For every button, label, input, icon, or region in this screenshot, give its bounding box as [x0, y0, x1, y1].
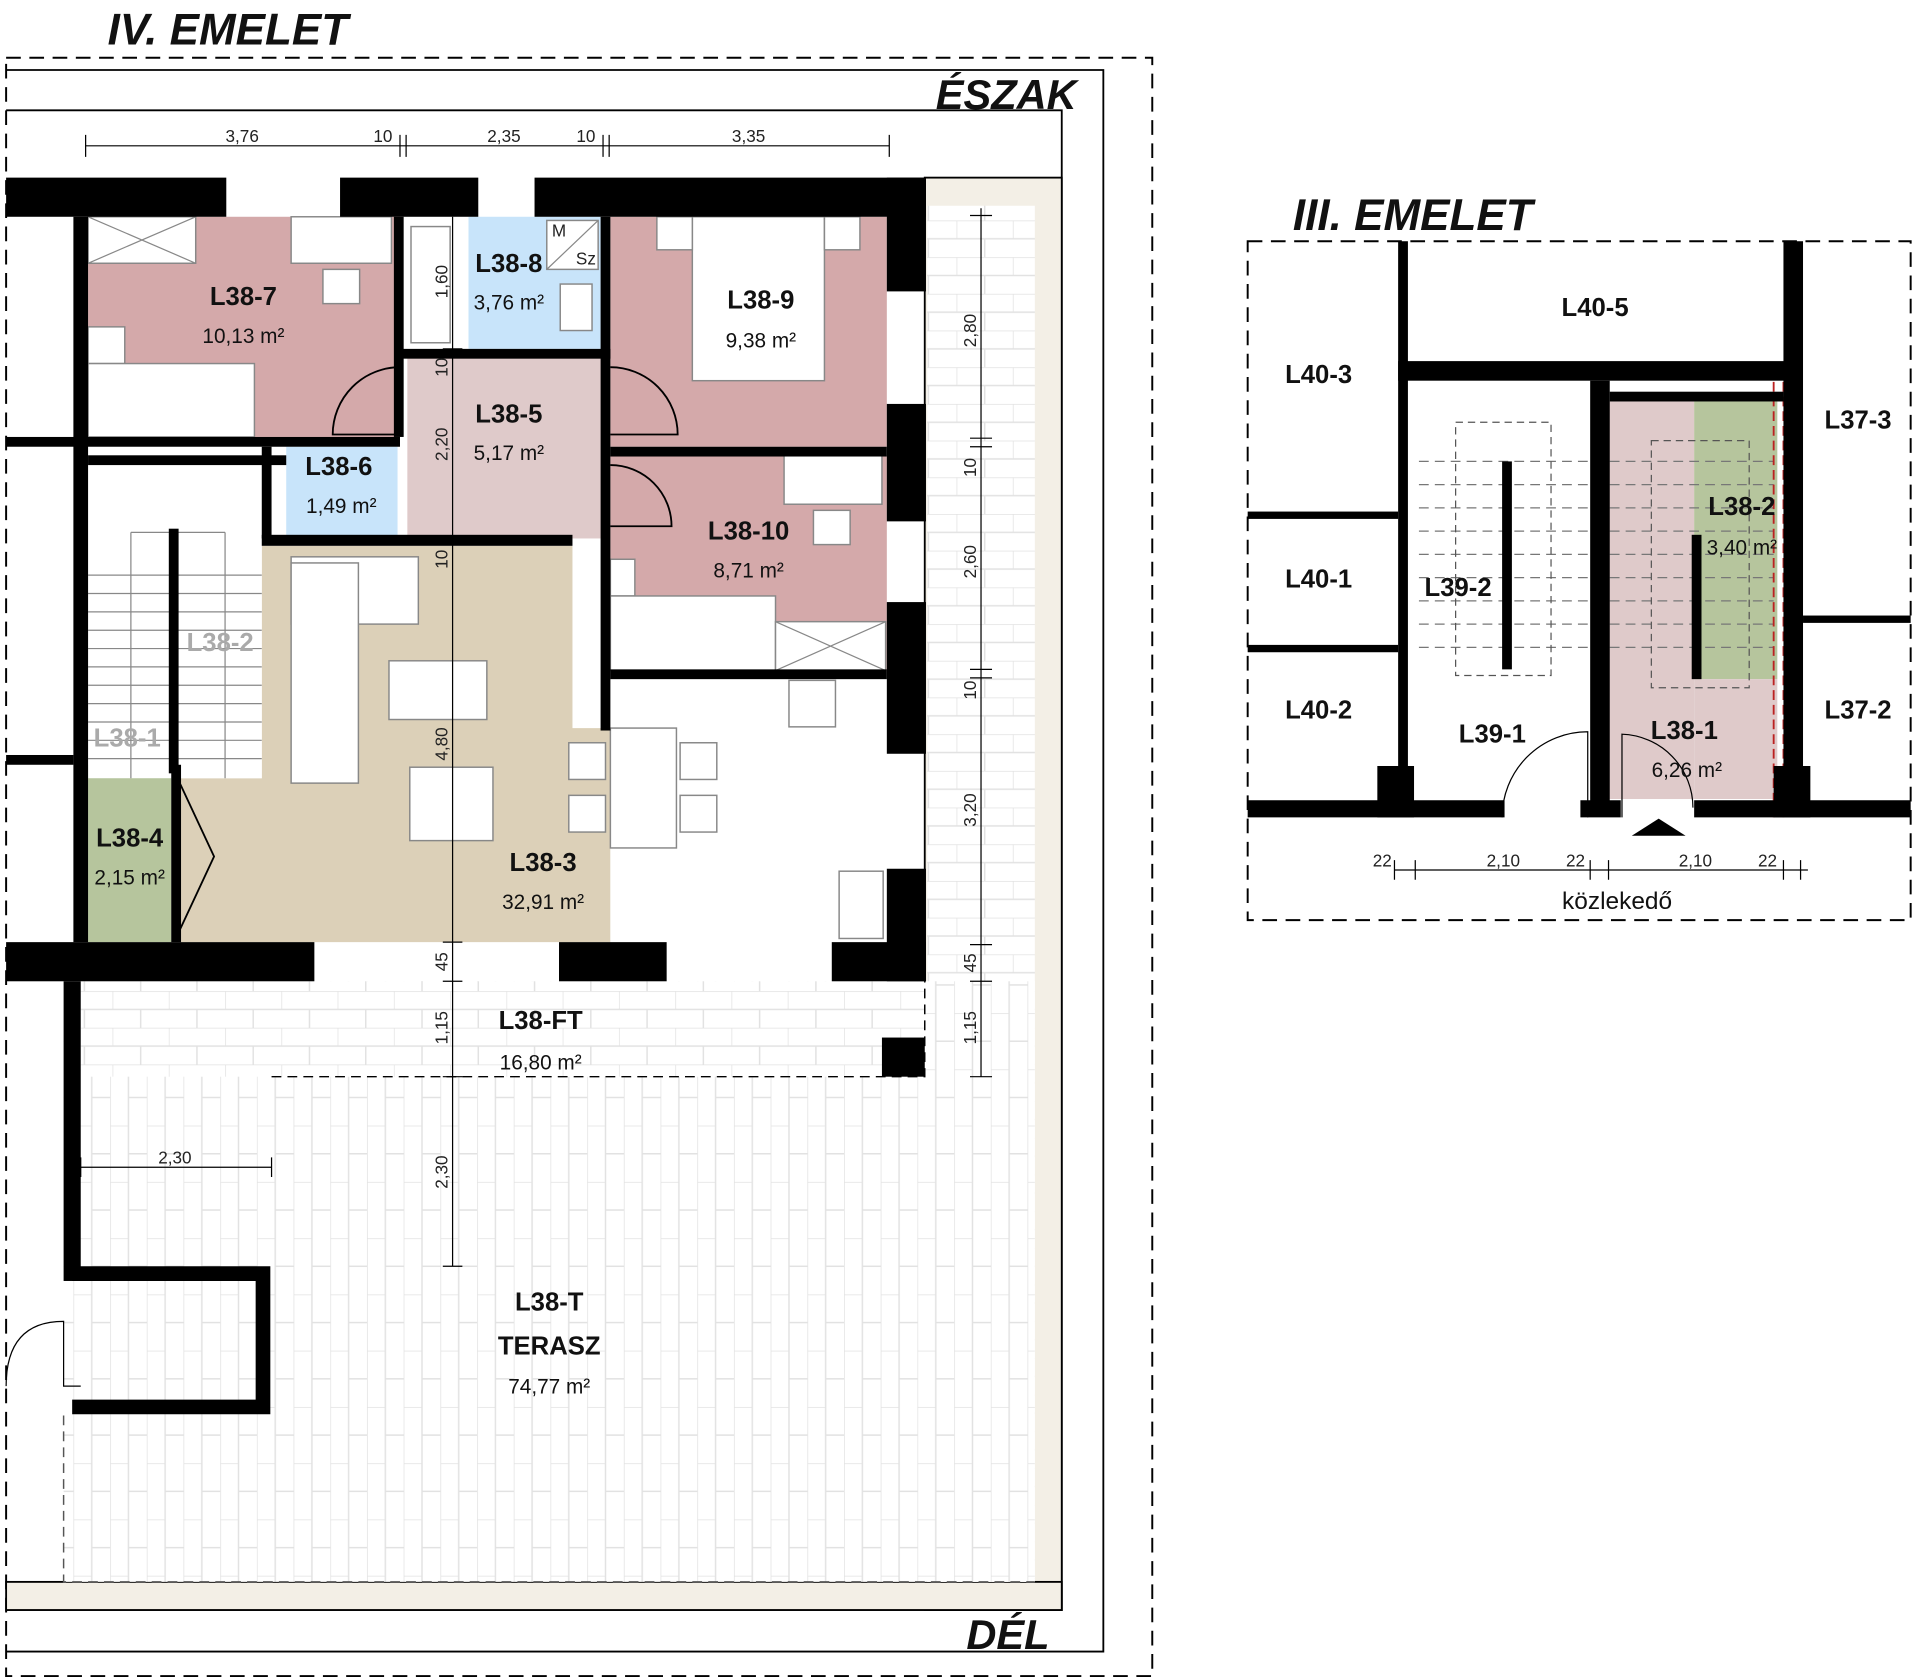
room-area-l38-3: 32,91 m²	[502, 891, 584, 914]
room-label-l39-1: L39-1	[1459, 721, 1526, 749]
north-label: ÉSZAK	[936, 71, 1080, 118]
room-label-l40-5: L40-5	[1562, 294, 1629, 322]
room-area-l38-8: 3,76 m²	[474, 292, 545, 315]
room-label-l38-3: L38-3	[510, 849, 577, 877]
dim-right: 45	[961, 953, 980, 972]
room-area-l38-10: 8,71 m²	[713, 560, 784, 583]
room-label-l38-6: L38-6	[305, 453, 372, 481]
room-label-l38-9: L38-9	[727, 287, 794, 315]
room-label-l40-1: L40-1	[1285, 565, 1352, 593]
dim-top: 3,35	[732, 127, 765, 146]
covered-terrace-tiles	[80, 981, 925, 1077]
room-label-l39-2: L39-2	[1425, 574, 1492, 602]
dim-floor-3: 22	[1758, 851, 1777, 870]
room-fill-l38-3	[179, 545, 611, 943]
dim-inner: 2,30	[433, 1155, 452, 1188]
room-label-l38-t: L38-T	[515, 1288, 584, 1316]
dim-right: 10	[961, 681, 980, 700]
room-label-l38-2-f3: L38-2	[1708, 493, 1775, 521]
dim-floor-3: 2,10	[1679, 851, 1712, 870]
dimensions-floor-4: 3,76 10 2,35 10 3,35 2,80 10 2,60 10 3,2…	[80, 127, 993, 1267]
bath-mark-sz: Sz	[576, 249, 596, 268]
room-label-l38-5: L38-5	[475, 400, 542, 428]
walls	[5, 177, 926, 1415]
room-fill-l38-2	[1694, 401, 1778, 680]
dim-inner: 10	[433, 358, 452, 377]
floor-4-title: IV. EMELET	[108, 5, 352, 54]
room-area-l38-4: 2,15 m²	[94, 867, 165, 890]
room-area-l38-9: 9,38 m²	[726, 330, 797, 353]
dim-right: 2,80	[961, 314, 980, 347]
room-fill-l38-1b	[1694, 679, 1778, 800]
room-area-l38-6: 1,49 m²	[306, 495, 377, 518]
floor-3-title: III. EMELET	[1293, 191, 1536, 240]
room-sublabel-terasz: TERASZ	[498, 1332, 601, 1360]
room-label-l38-ft: L38-FT	[499, 1007, 583, 1035]
staircase: L38-2 L38-1	[88, 465, 262, 779]
terrace-parapet-south	[5, 1580, 1063, 1611]
room-label-l37-2: L37-2	[1825, 696, 1892, 724]
room-label-l38-7: L38-7	[210, 283, 277, 311]
bath-mark-m: M	[552, 221, 566, 240]
dim-floor-3: 2,10	[1487, 851, 1520, 870]
terrace-outline	[62, 1415, 1035, 1583]
dim-inner: 2,20	[433, 428, 452, 461]
dim-top: 10	[373, 127, 392, 146]
dimensions-floor-3: 22 2,10 22 2,10 22 közlekedő	[1373, 851, 1808, 915]
dim-top: 10	[576, 127, 595, 146]
room-label-l40-3: L40-3	[1285, 361, 1352, 389]
room-area-l38-2-f3: 3,40 m²	[1707, 536, 1778, 559]
room-fill-l38-6	[286, 446, 398, 539]
stair-label-l38-2: L38-2	[187, 629, 254, 657]
dim-inner: 1,15	[433, 1011, 452, 1044]
room-labels-floor-3: L40-5 L40-3 L40-1 L40-2 L39-2 L39-1 L38-…	[1285, 294, 1892, 782]
room-fill-l38-5	[407, 357, 601, 539]
stair-label-l38-1: L38-1	[94, 724, 161, 752]
room-area-l38-t: 74,77 m²	[508, 1376, 590, 1399]
corridor-label: közlekedő	[1562, 888, 1672, 915]
furniture	[87, 216, 887, 940]
room-fill-l38-4	[88, 764, 172, 943]
dim-terrace-width: 2,30	[158, 1149, 191, 1168]
doors	[178, 366, 679, 931]
dim-right: 3,20	[961, 793, 980, 826]
room-area-l38-5: 5,17 m²	[474, 442, 545, 465]
room-area-l38-1-f3: 6,26 m²	[1652, 759, 1723, 782]
covered-terrace-outline	[271, 981, 926, 1078]
room-label-l38-1-f3: L38-1	[1651, 717, 1718, 745]
dim-right: 10	[961, 458, 980, 477]
dim-inner: 45	[433, 952, 452, 971]
floor-4-plan: IV. EMELET ÉSZAK DÉL	[5, 5, 1154, 1678]
south-label: DÉL	[966, 1611, 1049, 1658]
room-label-l38-4: L38-4	[96, 825, 164, 853]
dim-top: 3,76	[226, 127, 259, 146]
floor-3-plan: III. EMELET	[1246, 191, 1912, 922]
dim-right: 2,60	[961, 545, 980, 578]
dim-floor-3: 22	[1566, 851, 1585, 870]
room-label-l40-2: L40-2	[1285, 696, 1352, 724]
dim-inner: 1,60	[433, 265, 452, 298]
room-label-l38-10: L38-10	[708, 518, 789, 546]
dim-inner: 10	[433, 550, 452, 569]
dim-inner: 4,80	[433, 727, 452, 760]
floor-4-boundary	[5, 56, 1154, 1678]
dim-floor-3: 22	[1373, 851, 1392, 870]
room-label-l37-3: L37-3	[1825, 406, 1892, 434]
dim-top: 2,35	[487, 127, 520, 146]
room-labels: L38-7 10,13 m² L38-8 3,76 m² M Sz L38-9 …	[94, 221, 796, 1398]
room-area-l38-ft: 16,80 m²	[500, 1051, 582, 1074]
room-label-l38-8: L38-8	[475, 250, 542, 278]
floor-3-boundary	[1246, 240, 1912, 922]
terrace-floor-tiles	[63, 981, 1035, 1582]
walls-floor-3	[1247, 241, 1911, 836]
dim-right: 1,15	[961, 1011, 980, 1044]
room-area-l38-7: 10,13 m²	[202, 325, 284, 348]
